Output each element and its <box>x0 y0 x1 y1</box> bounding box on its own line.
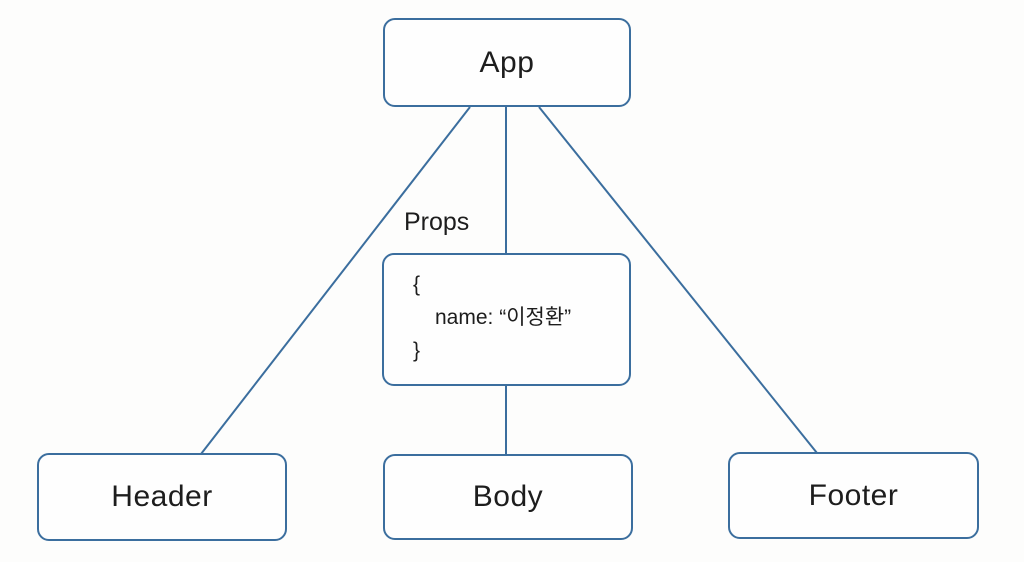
node-footer: Footer <box>728 452 979 539</box>
node-header: Header <box>37 453 287 541</box>
edge-app-header <box>200 106 471 455</box>
node-props: { name: “이정환” } <box>382 253 631 386</box>
node-app-label: App <box>479 45 535 79</box>
props-label: Props <box>404 208 470 236</box>
node-app: App <box>383 18 631 107</box>
node-footer-label: Footer <box>808 478 899 512</box>
props-code-open-brace: { <box>413 273 421 296</box>
node-body: Body <box>383 454 633 540</box>
props-code-name-value: name: “이정환” <box>435 306 572 329</box>
node-header-label: Header <box>111 480 213 513</box>
props-code-close-brace: } <box>413 339 421 362</box>
node-body-label: Body <box>472 480 544 513</box>
edge-app-footer <box>538 106 818 454</box>
